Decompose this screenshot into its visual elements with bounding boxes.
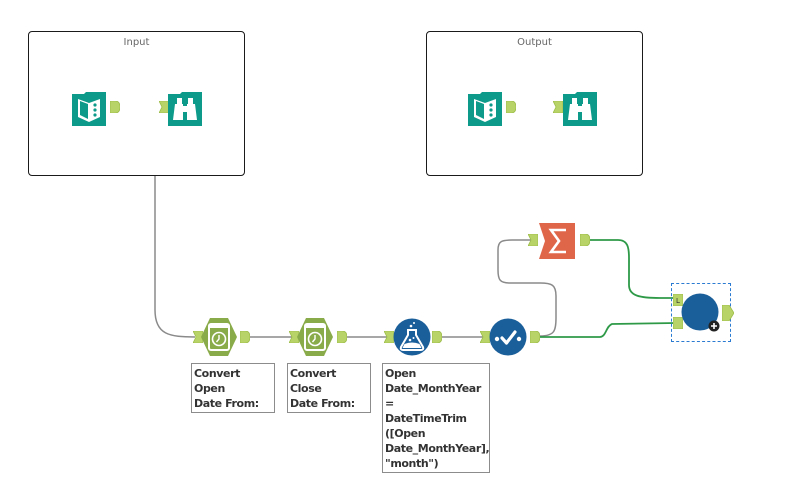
container-output[interactable]: Output [426,31,643,176]
left-anchor-label: L [676,297,680,305]
join-right-anchor[interactable] [673,317,683,329]
clock-icon [297,318,333,356]
browse-tool[interactable] [561,90,599,128]
connection-select-to-summarize[interactable] [497,239,557,337]
join-left-anchor[interactable]: L [673,294,683,306]
browse-tool[interactable] [166,90,204,128]
output-anchor[interactable] [432,331,442,343]
input-anchor[interactable] [384,331,394,343]
add-icon[interactable] [708,320,720,332]
container-title: Input [123,37,150,48]
circle-icon [681,293,719,331]
binoculars-icon [563,92,597,126]
input-data-tool[interactable] [466,90,504,128]
input-anchor[interactable] [528,234,538,246]
clock-icon [201,318,237,356]
input-anchor[interactable] [289,331,299,343]
summarize-tool[interactable] [538,222,576,260]
tool-annotation: Convert Open Date From: Custom [191,363,275,413]
output-anchor[interactable] [337,331,347,343]
input-anchor[interactable] [159,101,169,113]
tool-annotation: Convert Close Date From: Custom [287,363,371,413]
input-anchor[interactable] [553,101,563,113]
container-input[interactable]: Input [28,31,245,176]
book-icon [72,92,106,126]
flask-icon [393,318,431,356]
join-tool[interactable] [681,293,721,333]
output-anchor[interactable] [110,101,120,113]
input-anchor[interactable] [480,331,490,343]
checkmark-icon [489,318,527,356]
tool-annotation: Open Date_MonthYear = DateTimeTrim ([Ope… [382,363,490,473]
output-anchor[interactable] [580,234,590,246]
formula-tool[interactable] [393,318,431,356]
datetime-tool[interactable] [296,317,334,357]
output-anchor[interactable] [240,331,250,343]
input-data-tool[interactable] [70,90,108,128]
container-title: Output [517,37,552,48]
connection-summarize-to-join[interactable] [590,239,676,299]
connection-select-to-join[interactable] [540,322,677,338]
output-anchor[interactable] [722,305,734,321]
binoculars-icon [168,92,202,126]
output-anchor[interactable] [506,101,516,113]
sigma-icon [539,223,575,259]
datetime-tool[interactable] [200,317,238,357]
output-anchor[interactable] [530,331,540,343]
book-icon [468,92,502,126]
select-tool[interactable] [489,318,527,356]
input-anchor[interactable] [193,331,203,343]
